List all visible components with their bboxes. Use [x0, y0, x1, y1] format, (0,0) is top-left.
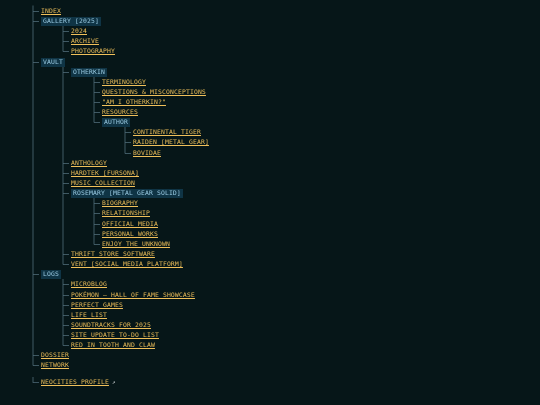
nav-gallery-2024-link[interactable]: 2024 [71, 27, 87, 35]
nav-official-media-link[interactable]: OFFICIAL MEDIA [102, 220, 158, 228]
nav-network-link[interactable]: NETWORK [41, 361, 69, 369]
nav-perfect-games-link[interactable]: PERFECT GAMES [71, 301, 123, 309]
nav-soundtracks-link[interactable]: SOUNDTRACKS FOR 2025 [71, 321, 151, 329]
nav-gallery-archive-link[interactable]: ARCHIVE [71, 37, 99, 45]
nav-pokemon-hall-of-fame-link[interactable]: POKÉMON — HALL OF FAME SHOWCASE [71, 291, 195, 299]
nav-logs-folder[interactable]: LOGS [41, 270, 61, 279]
nav-questions-misconceptions-link[interactable]: QUESTIONS & MISCONCEPTIONS [102, 88, 206, 96]
nav-rosemary-folder[interactable]: ROSEMARY [METAL GEAR SOLID] [71, 189, 183, 198]
nav-hardtek-link[interactable]: HARDTEK [FURSONA] [71, 169, 139, 177]
nav-enjoy-the-unknown-link[interactable]: ENJOY THE UNKNOWN [102, 240, 170, 248]
nav-gallery-folder[interactable]: GALLERY [2025] [41, 17, 101, 26]
nav-continental-tiger-link[interactable]: CONTINENTAL TIGER [133, 128, 201, 136]
nav-bovidae-link[interactable]: BOVIDAE [133, 149, 161, 157]
nav-microblog-link[interactable]: MICROBLOG [71, 280, 107, 288]
nav-terminology-link[interactable]: TERMINOLOGY [102, 78, 146, 86]
nav-anthology-link[interactable]: ANTHOLOGY [71, 159, 107, 167]
nav-author-folder[interactable]: AUTHOR [102, 118, 130, 127]
nav-music-collection-link[interactable]: MUSIC COLLECTION [71, 179, 135, 187]
nav-neocities-profile-link[interactable]: NEOCITIES PROFILE [41, 378, 109, 386]
nav-biography-link[interactable]: BIOGRAPHY [102, 199, 138, 207]
nav-vault-folder[interactable]: VAULT [41, 58, 65, 67]
nav-red-in-tooth-and-claw-link[interactable]: RED IN TOOTH AND CLAW [71, 341, 155, 349]
nav-personal-works-link[interactable]: PERSONAL WORKS [102, 230, 158, 238]
nav-raiden-link[interactable]: RAIDEN [METAL GEAR] [133, 138, 209, 146]
nav-site-update-todo-link[interactable]: SITE UPDATE TO-DO LIST [71, 331, 159, 339]
nav-index-link[interactable]: INDEX [41, 7, 61, 15]
external-link-icon: ↗ [111, 379, 116, 386]
nav-am-i-otherkin-link[interactable]: "AM I OTHERKIN?" [102, 98, 166, 106]
nav-otherkin-folder[interactable]: OTHERKIN [71, 68, 107, 77]
nav-life-list-link[interactable]: LIFE LIST [71, 311, 107, 319]
nav-relationship-link[interactable]: RELATIONSHIP [102, 209, 150, 217]
nav-dossier-link[interactable]: DOSSIER [41, 351, 69, 359]
nav-vent-link[interactable]: VENT [SOCIAL MEDIA PLATFORM] [71, 260, 183, 268]
nav-neocities-profile-item: NEOCITIES PROFILE↗ [41, 378, 116, 387]
nav-gallery-photography-link[interactable]: PHOTOGRAPHY [71, 47, 115, 55]
nav-resources-link[interactable]: RESOURCES [102, 108, 138, 116]
nav-thrift-store-software-link[interactable]: THRIFT STORE SOFTWARE [71, 250, 155, 258]
